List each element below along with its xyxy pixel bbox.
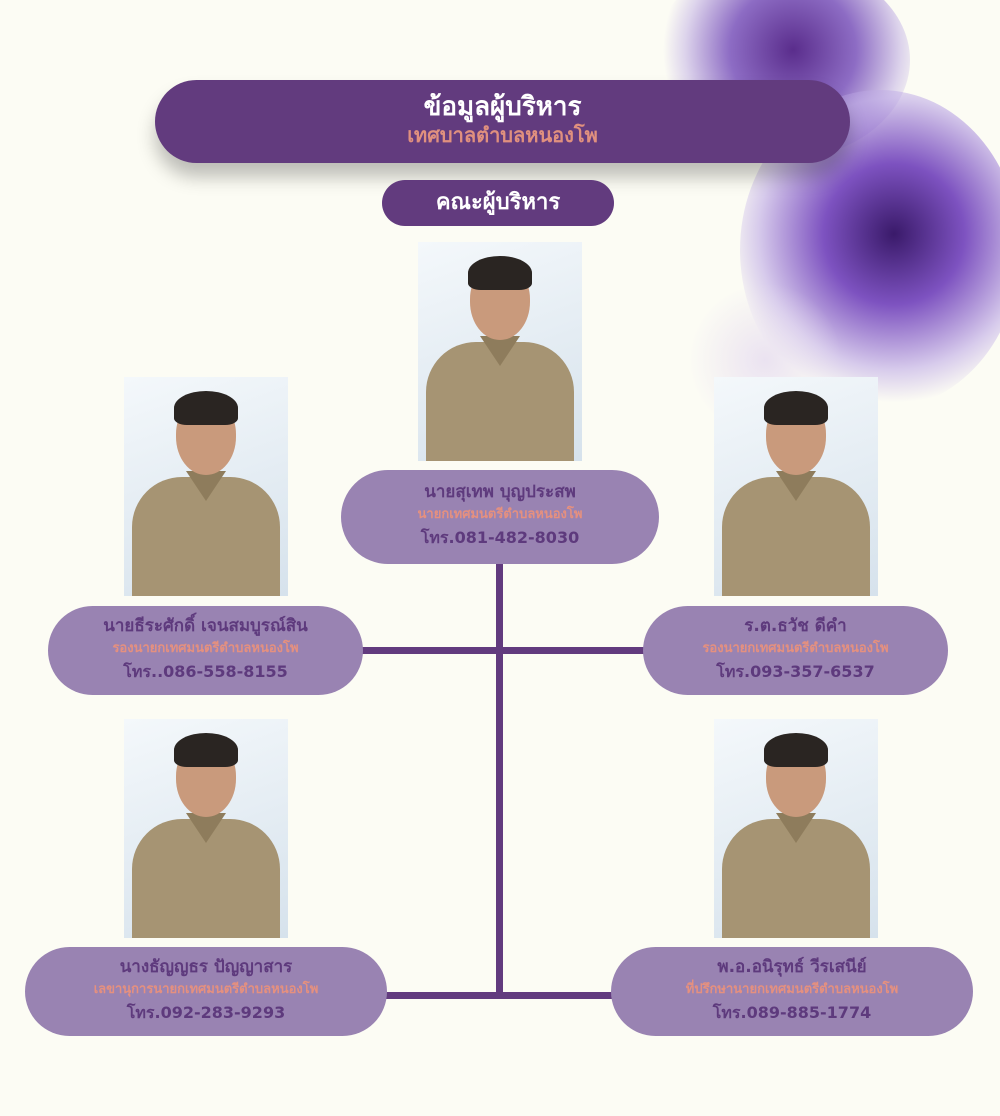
page-title: ข้อมูลผู้บริหาร	[423, 92, 582, 122]
member-photo	[418, 242, 582, 461]
member-name: นายสุเทพ บุญประสพ	[424, 482, 576, 502]
member-role: รองนายกเทศมนตรีตำบลหนองโพ	[702, 641, 889, 656]
section-label: คณะผู้บริหาร	[382, 180, 614, 226]
member-photo	[714, 377, 878, 596]
page-subtitle: เทศบาลตำบลหนองโพ	[407, 123, 598, 147]
member-card-deputy-2: ร.ต.ธวัช ดีคำ รองนายกเทศมนตรีตำบลหนองโพ …	[643, 606, 948, 695]
member-phone: โทร.089-885-1774	[712, 1003, 872, 1022]
member-role: นายกเทศมนตรีตำบลหนองโพ	[417, 507, 583, 522]
member-role: เลขานุการนายกเทศมนตรีตำบลหนองโพ	[93, 982, 319, 997]
member-role: ที่ปรึกษานายกเทศมนตรีตำบลหนองโพ	[685, 982, 899, 997]
member-phone: โทร.093-357-6537	[716, 662, 875, 681]
member-card-deputy-1: นายธีระศักดิ์ เจนสมบูรณ์สิน รองนายกเทศมน…	[48, 606, 363, 695]
member-phone: โทร.081-482-8030	[420, 528, 580, 547]
title-banner: ข้อมูลผู้บริหาร เทศบาลตำบลหนองโพ	[155, 80, 850, 163]
member-photo	[714, 719, 878, 938]
member-photo	[124, 719, 288, 938]
member-card-advisor: พ.อ.อนิรุทธ์ วีรเสนีย์ ที่ปรึกษานายกเทศม…	[611, 947, 973, 1036]
connector-vertical	[496, 563, 503, 999]
member-card-mayor: นายสุเทพ บุญประสพ นายกเทศมนตรีตำบลหนองโพ…	[341, 470, 659, 564]
member-role: รองนายกเทศมนตรีตำบลหนองโพ	[112, 641, 299, 656]
connector-lower-horizontal	[385, 992, 613, 999]
member-phone: โทร.092-283-9293	[126, 1003, 286, 1022]
member-name: พ.อ.อนิรุทธ์ วีรเสนีย์	[717, 957, 867, 977]
member-card-secretary: นางธัญญธร ปัญญาสาร เลขานุการนายกเทศมนตรี…	[25, 947, 387, 1036]
member-name: นางธัญญธร ปัญญาสาร	[119, 957, 293, 977]
member-photo	[124, 377, 288, 596]
member-name: ร.ต.ธวัช ดีคำ	[744, 616, 847, 636]
member-phone: โทร..086-558-8155	[123, 662, 288, 681]
connector-upper-horizontal	[360, 647, 646, 654]
member-name: นายธีระศักดิ์ เจนสมบูรณ์สิน	[103, 616, 308, 636]
